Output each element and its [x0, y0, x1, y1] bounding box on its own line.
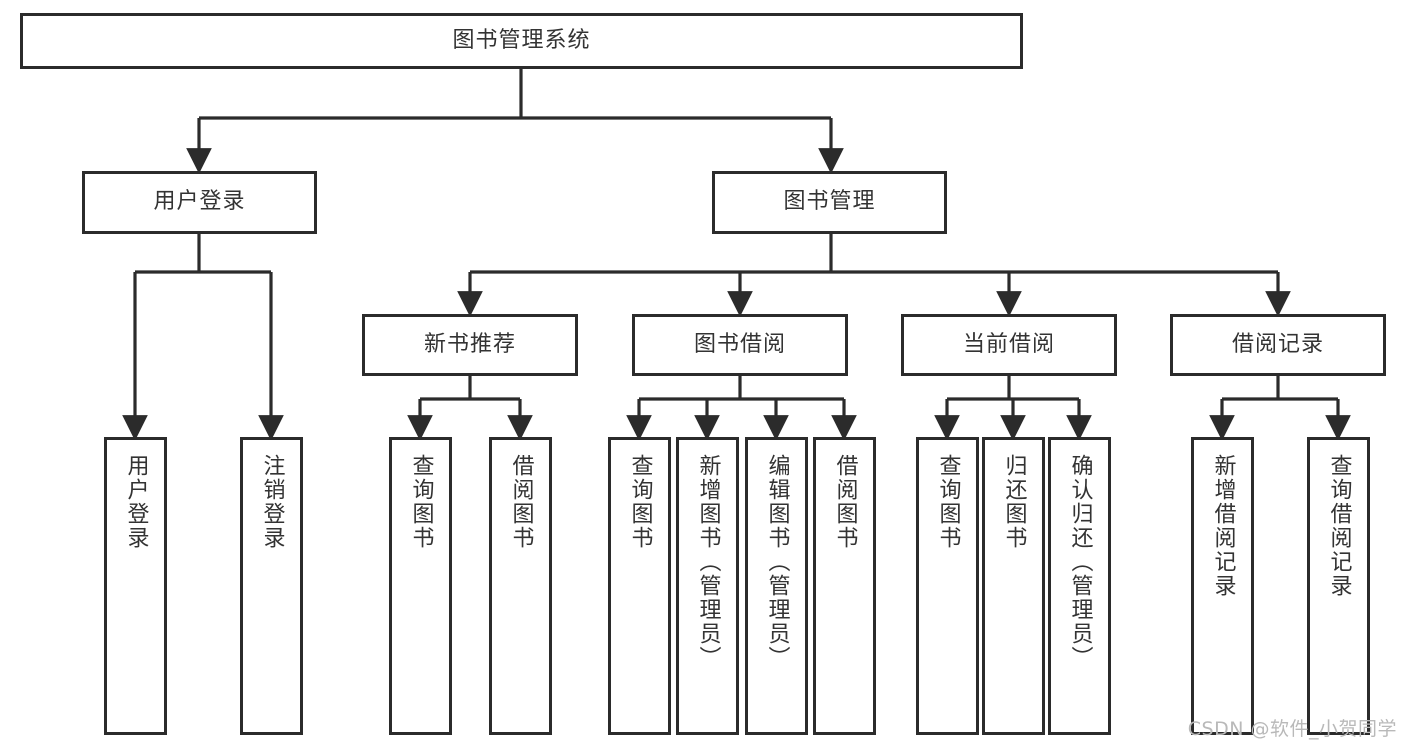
node-label: 新书推荐 — [423, 331, 516, 357]
leaf-borrow-book[interactable]: 借阅图书 — [813, 437, 876, 735]
node-label: 借阅记录 — [1231, 331, 1324, 357]
node-book-borrow[interactable]: 图书借阅 — [632, 314, 848, 376]
node-label: 注销登录 — [259, 454, 285, 550]
leaf-query-borrow-record[interactable]: 查询借阅记录 — [1307, 437, 1370, 735]
node-label: 图书管理 — [783, 189, 876, 215]
node-label: 借阅图书 — [508, 454, 534, 550]
node-label: 查询图书 — [627, 454, 653, 550]
leaf-add-book-admin[interactable]: 新增图书（管理员） — [676, 437, 739, 735]
leaf-logout-login[interactable]: 注销登录 — [240, 437, 303, 735]
node-label: 新增借阅记录 — [1210, 454, 1236, 598]
node-book-management[interactable]: 图书管理 — [712, 171, 947, 234]
node-label: 新增图书（管理员） — [695, 454, 721, 670]
node-root-system[interactable]: 图书管理系统 — [20, 13, 1023, 69]
leaf-query-book-current[interactable]: 查询图书 — [916, 437, 979, 735]
node-label: 图书管理系统 — [452, 27, 591, 53]
node-label: 用户登录 — [153, 189, 246, 215]
leaf-add-borrow-record[interactable]: 新增借阅记录 — [1191, 437, 1254, 735]
leaf-confirm-return-admin[interactable]: 确认归还（管理员） — [1048, 437, 1111, 735]
leaf-user-login[interactable]: 用户登录 — [104, 437, 167, 735]
leaf-query-book-recommend[interactable]: 查询图书 — [389, 437, 452, 735]
node-new-book-recommend[interactable]: 新书推荐 — [362, 314, 578, 376]
node-label: 编辑图书（管理员） — [764, 454, 790, 670]
node-current-borrow[interactable]: 当前借阅 — [901, 314, 1117, 376]
node-label: 查询借阅记录 — [1326, 454, 1352, 598]
leaf-borrow-book-recommend[interactable]: 借阅图书 — [489, 437, 552, 735]
leaf-query-book-borrow[interactable]: 查询图书 — [608, 437, 671, 735]
node-label: 查询图书 — [935, 454, 961, 550]
node-borrow-record[interactable]: 借阅记录 — [1170, 314, 1386, 376]
node-label: 当前借阅 — [962, 331, 1055, 357]
node-label: 图书借阅 — [693, 331, 786, 357]
node-label: 确认归还（管理员） — [1067, 454, 1093, 670]
node-label: 查询图书 — [408, 454, 434, 550]
node-label: 归还图书 — [1001, 454, 1027, 550]
node-label: 借阅图书 — [832, 454, 858, 550]
node-label: 用户登录 — [123, 454, 149, 550]
node-user-login[interactable]: 用户登录 — [82, 171, 317, 234]
watermark-text: CSDN @软件_小贺同学 — [1187, 718, 1397, 740]
leaf-edit-book-admin[interactable]: 编辑图书（管理员） — [745, 437, 808, 735]
leaf-return-book[interactable]: 归还图书 — [982, 437, 1045, 735]
